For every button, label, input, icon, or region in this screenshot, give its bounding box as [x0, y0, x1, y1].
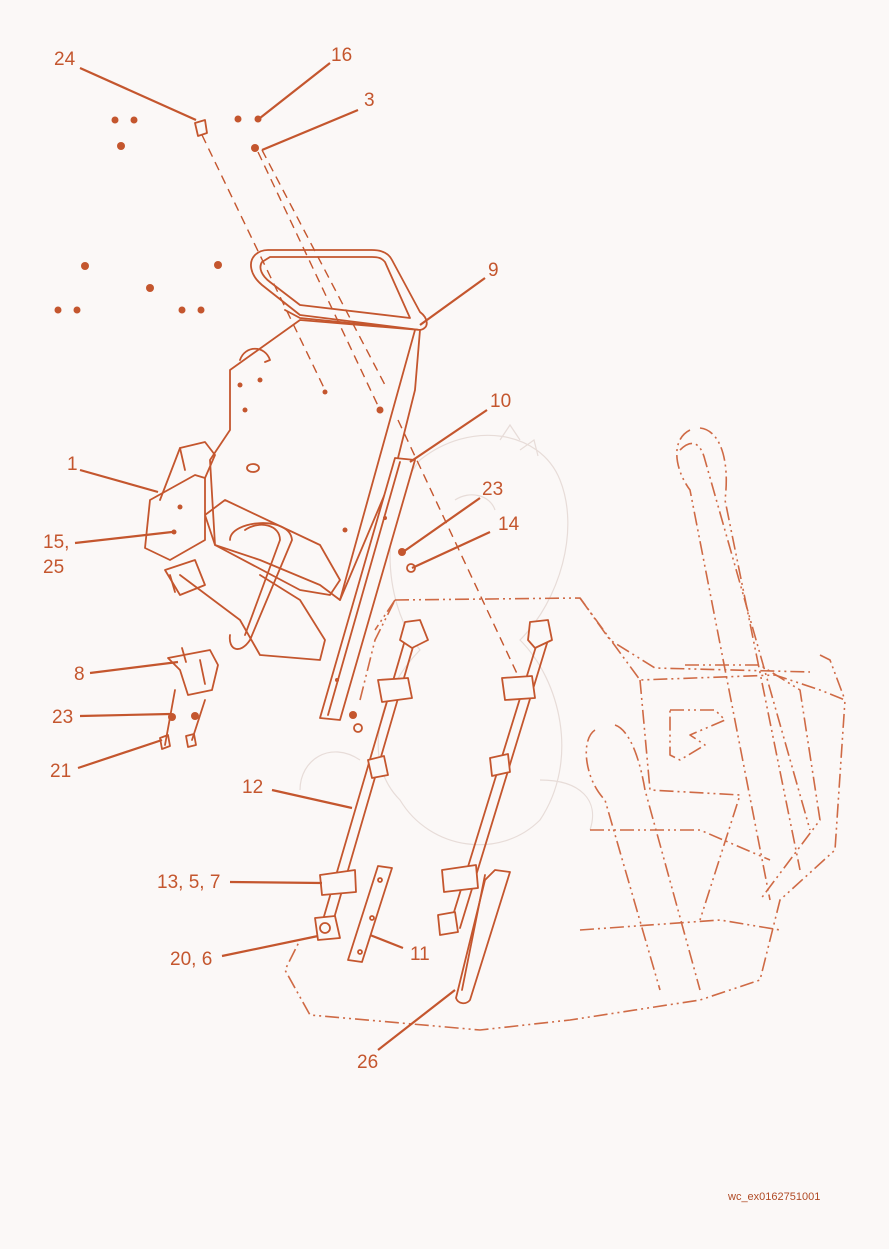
callout-1: 1: [67, 454, 78, 475]
callout-9: 9: [488, 260, 499, 281]
runner-blade: [455, 869, 511, 1005]
callout-23-lower: 23: [52, 707, 73, 728]
wear-plate: [347, 865, 393, 963]
callout-24: 24: [54, 49, 76, 70]
callout-16: 16: [331, 45, 352, 66]
callout-10: 10: [490, 391, 511, 412]
callout-3: 3: [364, 90, 375, 111]
callout-14: 14: [498, 514, 520, 535]
left-skid-rail: [314, 619, 429, 941]
callout-12: 12: [242, 777, 263, 798]
side-bar: [319, 457, 416, 733]
callout-labels: 24 16 3 9 10 1 23 14 15, 25 8 23 21 12 1…: [43, 45, 520, 1073]
reference-code: wc_ex0162751001: [727, 1191, 820, 1203]
callout-15: 15,: [43, 532, 69, 553]
callout-20-6: 20, 6: [170, 949, 212, 970]
leader-lines: [74, 62, 491, 1051]
fastener-set-top: [54, 115, 262, 314]
callout-8: 8: [74, 664, 85, 685]
callout-11: 11: [410, 944, 430, 965]
right-skid-rail: [437, 619, 553, 936]
machine-body-ghost: [284, 427, 846, 1031]
discharge-panel: [179, 319, 421, 661]
motor-mount: [144, 441, 216, 596]
callout-25: 25: [43, 557, 64, 578]
callout-21: 21: [50, 761, 71, 782]
callout-26: 26: [357, 1052, 378, 1073]
callout-23-upper: 23: [482, 479, 503, 500]
assembly-lines: [201, 134, 521, 681]
latch-bracket: [159, 647, 219, 750]
watermark-graphic: [299, 423, 594, 846]
callout-13-5-7: 13, 5, 7: [157, 872, 220, 893]
